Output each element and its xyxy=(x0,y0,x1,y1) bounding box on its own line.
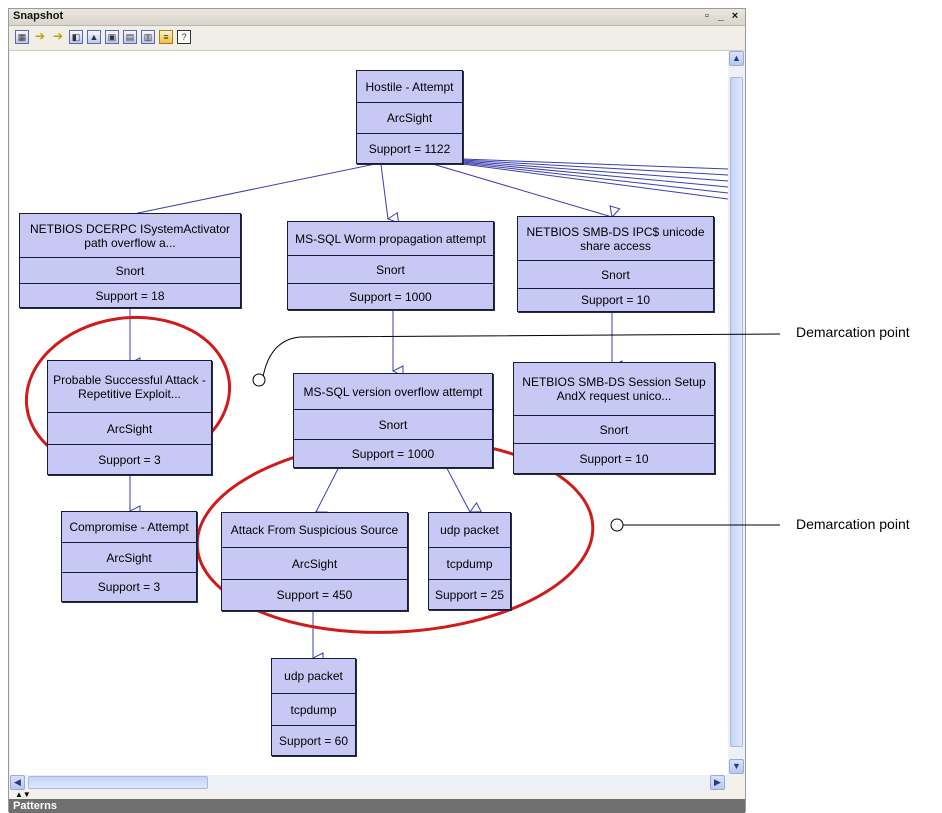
close-icon[interactable]: × xyxy=(731,10,739,22)
node-title: Attack From Suspicious Source xyxy=(230,523,399,537)
patterns-panel-header[interactable]: Patterns xyxy=(9,799,745,813)
node-title: udp packet xyxy=(284,669,343,683)
node-support: Support = 3 xyxy=(62,572,196,601)
node-source: ArcSight xyxy=(222,547,407,579)
node-compromise-attempt[interactable]: Compromise - Attempt ArcSight Support = … xyxy=(61,511,197,602)
node-title: MS-SQL version overflow attempt xyxy=(303,384,483,399)
scroll-up-icon[interactable]: ▲ xyxy=(729,51,744,66)
vertical-scroll-thumb[interactable] xyxy=(730,77,743,747)
node-support: Support = 1122 xyxy=(357,133,462,163)
scroll-left-icon[interactable]: ◀ xyxy=(10,775,25,790)
snapshot-window: Snapshot ▫ _ × ▦ ➔ ➔ ◧ ▲ ▣ ▤ ▥ ≡ ? xyxy=(8,8,746,813)
node-source: tcpdump xyxy=(429,547,510,579)
node-ms-sql-worm[interactable]: MS-SQL Worm propagation attempt Snort Su… xyxy=(287,221,494,310)
arrow-in-icon[interactable]: ➔ xyxy=(34,29,46,43)
node-source: Snort xyxy=(294,409,492,439)
scroll-down-icon[interactable]: ▼ xyxy=(729,759,744,774)
node-ms-sql-version-overflow[interactable]: MS-SQL version overflow attempt Snort Su… xyxy=(293,373,493,468)
node-support: Support = 18 xyxy=(20,283,240,307)
node-title: NETBIOS SMB-DS IPC$ unicode share access xyxy=(526,224,705,253)
node-source: Snort xyxy=(514,415,714,443)
grid-icon[interactable]: ▤ xyxy=(123,30,137,44)
title-bar: Snapshot ▫ _ × xyxy=(9,9,745,26)
layout-icon[interactable]: ◧ xyxy=(69,30,83,44)
graph-canvas[interactable]: Hostile - Attempt ArcSight Support = 112… xyxy=(10,51,728,775)
list-icon[interactable]: ≡ xyxy=(159,30,173,44)
minimize-icon[interactable]: _ xyxy=(717,10,725,22)
node-source: ArcSight xyxy=(48,412,211,444)
node-support: Support = 60 xyxy=(272,725,355,755)
edge-1-2 xyxy=(138,156,410,213)
node-hostile-attempt[interactable]: Hostile - Attempt ArcSight Support = 112… xyxy=(356,70,463,164)
node-netbios-smb-session-setup[interactable]: NETBIOS SMB-DS Session Setup AndX reques… xyxy=(513,362,715,474)
toolbar: ▦ ➔ ➔ ◧ ▲ ▣ ▤ ▥ ≡ ? xyxy=(9,26,745,51)
node-support: Support = 10 xyxy=(518,288,713,311)
horizontal-scroll-thumb[interactable] xyxy=(28,776,208,789)
node-title: udp packet xyxy=(440,523,499,537)
graph-icon[interactable]: ▦ xyxy=(15,30,29,44)
edge-1-offscreen-f xyxy=(408,156,728,200)
edge-1-4 xyxy=(408,156,612,217)
node-support: Support = 450 xyxy=(222,579,407,610)
node-title: Compromise - Attempt xyxy=(69,520,189,534)
node-support: Support = 1000 xyxy=(288,283,493,309)
restore-icon[interactable]: ▫ xyxy=(705,10,709,22)
vertical-scrollbar[interactable]: ▲ ▼ xyxy=(729,51,745,775)
table-icon[interactable]: ▥ xyxy=(141,30,155,44)
node-source: Snort xyxy=(288,255,493,283)
node-source: ArcSight xyxy=(62,542,196,572)
demarcation-label-2: Demarcation point xyxy=(796,516,910,532)
node-title: MS-SQL Worm propagation attempt xyxy=(295,231,486,246)
scroll-right-icon[interactable]: ▶ xyxy=(710,775,725,790)
chart-icon[interactable]: ▲ xyxy=(87,30,101,44)
node-title: Hostile - Attempt xyxy=(365,79,454,94)
node-source: Snort xyxy=(518,260,713,288)
node-udp-packet-25[interactable]: udp packet tcpdump Support = 25 xyxy=(428,512,511,610)
panel-toggle[interactable]: ▲▼ xyxy=(9,791,745,799)
node-source: tcpdump xyxy=(272,693,355,725)
help-icon[interactable]: ? xyxy=(177,30,191,44)
node-probable-successful-attack[interactable]: Probable Successful Attack - Repetitive … xyxy=(47,360,212,475)
demarcation-label-1: Demarcation point xyxy=(796,324,910,340)
window-title: Snapshot xyxy=(13,10,64,22)
node-netbios-smb-ipc[interactable]: NETBIOS SMB-DS IPC$ unicode share access… xyxy=(517,216,714,312)
node-title: Probable Successful Attack - Repetitive … xyxy=(53,372,206,401)
horizontal-scrollbar[interactable]: ◀ ▶ xyxy=(10,775,729,791)
arrow-out-icon[interactable]: ➔ xyxy=(52,29,64,43)
node-title: NETBIOS DCERPC ISystemActivator path ove… xyxy=(29,221,231,250)
node-support: Support = 25 xyxy=(429,579,510,609)
node-support: Support = 1000 xyxy=(294,439,492,467)
zoom-icon[interactable]: ▣ xyxy=(105,30,119,44)
node-netbios-dcerpc[interactable]: NETBIOS DCERPC ISystemActivator path ove… xyxy=(19,213,241,308)
node-source: ArcSight xyxy=(357,102,462,133)
node-support: Support = 3 xyxy=(48,444,211,474)
node-source: Snort xyxy=(20,257,240,283)
edge-1-3 xyxy=(379,156,388,219)
node-attack-from-suspicious-source[interactable]: Attack From Suspicious Source ArcSight S… xyxy=(221,512,408,611)
node-title: NETBIOS SMB-DS Session Setup AndX reques… xyxy=(522,375,706,403)
node-support: Support = 10 xyxy=(514,443,714,473)
node-udp-packet-60[interactable]: udp packet tcpdump Support = 60 xyxy=(271,658,356,756)
